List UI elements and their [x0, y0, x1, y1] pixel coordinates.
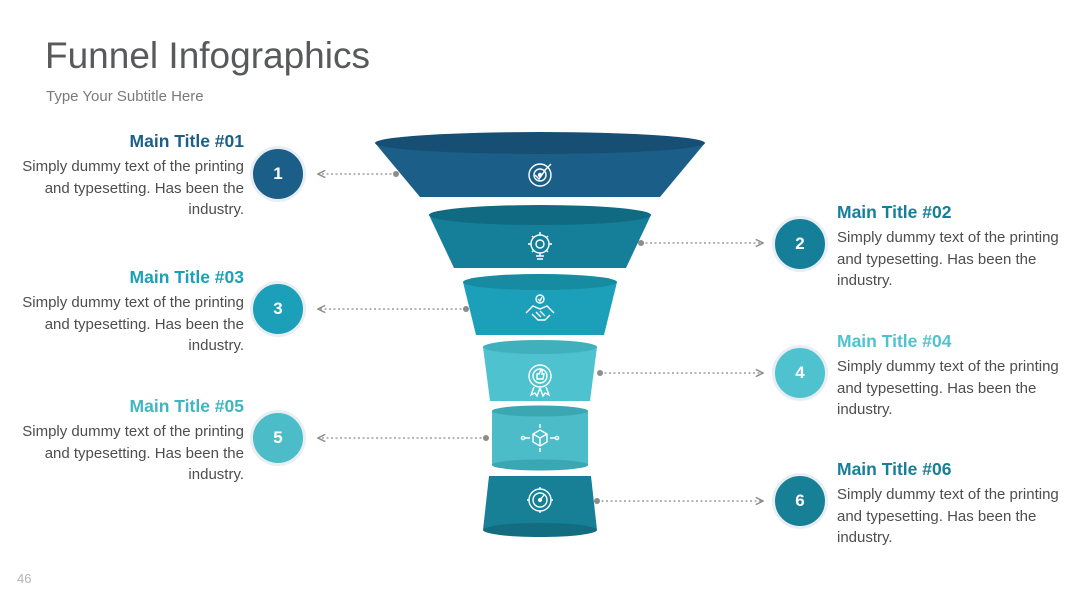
connector-5: [318, 435, 489, 441]
thumbs-up-badge-icon: [528, 364, 552, 398]
step-block-5: Main Title #05 Simply dummy text of the …: [22, 396, 244, 486]
target-check-icon: [528, 163, 552, 187]
step-text-1: Simply dummy text of the printing and ty…: [22, 158, 244, 218]
step-heading-1: Main Title #01: [129, 131, 244, 151]
handshake-icon: [525, 294, 555, 321]
network-cube-icon: [520, 424, 560, 452]
step-text-4: Simply dummy text of the printing and ty…: [837, 358, 1059, 418]
connector-3: [318, 306, 469, 312]
step-heading-5: Main Title #05: [129, 396, 244, 416]
funnel-layer-1: [375, 132, 705, 197]
page-subtitle: Type Your Subtitle Here: [46, 88, 204, 105]
step-badge-6: 6: [772, 473, 828, 529]
step-text-2: Simply dummy text of the printing and ty…: [837, 229, 1059, 289]
step-heading-4: Main Title #04: [837, 331, 952, 351]
page-number: 46: [17, 571, 32, 586]
step-block-6: Main Title #06 Simply dummy text of the …: [837, 459, 1059, 549]
step-block-3: Main Title #03 Simply dummy text of the …: [22, 267, 244, 357]
step-text-5: Simply dummy text of the printing and ty…: [22, 423, 244, 483]
step-block-1: Main Title #01 Simply dummy text of the …: [22, 131, 244, 221]
funnel-layer-6: [483, 476, 597, 537]
page-title: Funnel Infographics: [45, 35, 370, 76]
step-block-2: Main Title #02 Simply dummy text of the …: [837, 202, 1059, 292]
step-block-4: Main Title #04 Simply dummy text of the …: [837, 331, 1059, 421]
connector-1: [318, 171, 399, 177]
funnel-layer-2: [429, 205, 651, 268]
funnel-layer-3: [463, 274, 617, 335]
step-heading-2: Main Title #02: [837, 202, 952, 222]
step-heading-3: Main Title #03: [129, 267, 244, 287]
connector-2: [638, 240, 763, 246]
step-text-3: Simply dummy text of the printing and ty…: [22, 294, 244, 354]
step-text-6: Simply dummy text of the printing and ty…: [837, 486, 1059, 546]
funnel-layer-4: [483, 340, 597, 401]
step-badge-4: 4: [772, 345, 828, 401]
step-badge-3: 3: [250, 281, 306, 337]
step-heading-6: Main Title #06: [837, 459, 952, 479]
speedometer-gear-icon: [527, 487, 553, 513]
step-badge-1: 1: [250, 146, 306, 202]
lightbulb-gear-icon: [528, 232, 552, 260]
step-badge-2: 2: [772, 216, 828, 272]
connector-4: [597, 370, 763, 376]
connector-6: [594, 498, 763, 504]
step-badge-5: 5: [250, 410, 306, 466]
